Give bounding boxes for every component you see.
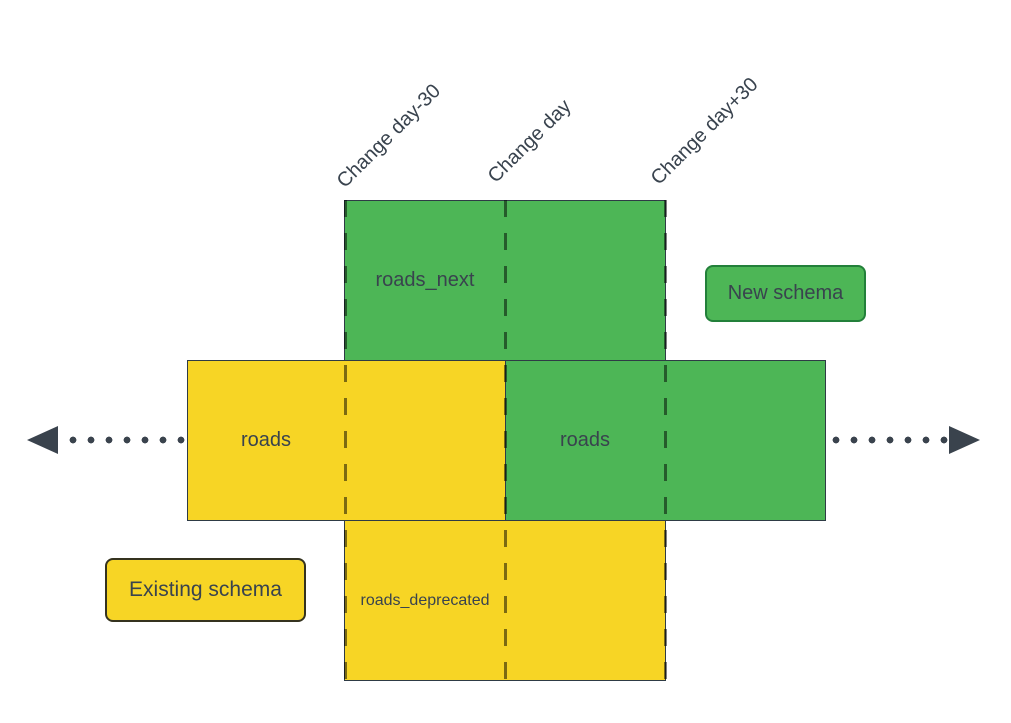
legend-new-schema-label: New schema [727, 282, 844, 304]
timeline-dotted-line-right [827, 436, 949, 444]
timeline-label-change-day-minus-30: Change day-30 [332, 80, 446, 193]
timeline-label-change-day: Change day [483, 95, 576, 188]
change-day-plus-30-line [664, 200, 667, 687]
arrowhead-right-icon [949, 426, 980, 454]
legend-new-schema: New schema [705, 265, 866, 322]
arrowhead-left-icon [27, 426, 58, 454]
timeline-label-change-day-plus-30: Change day+30 [646, 73, 763, 190]
legend-existing-schema: Existing schema [105, 558, 306, 622]
timeline-dotted-line-left [64, 436, 188, 444]
change-day-line [504, 200, 507, 687]
legend-existing-schema-label: Existing schema [129, 578, 282, 601]
change-day-minus-30-line [344, 200, 347, 687]
